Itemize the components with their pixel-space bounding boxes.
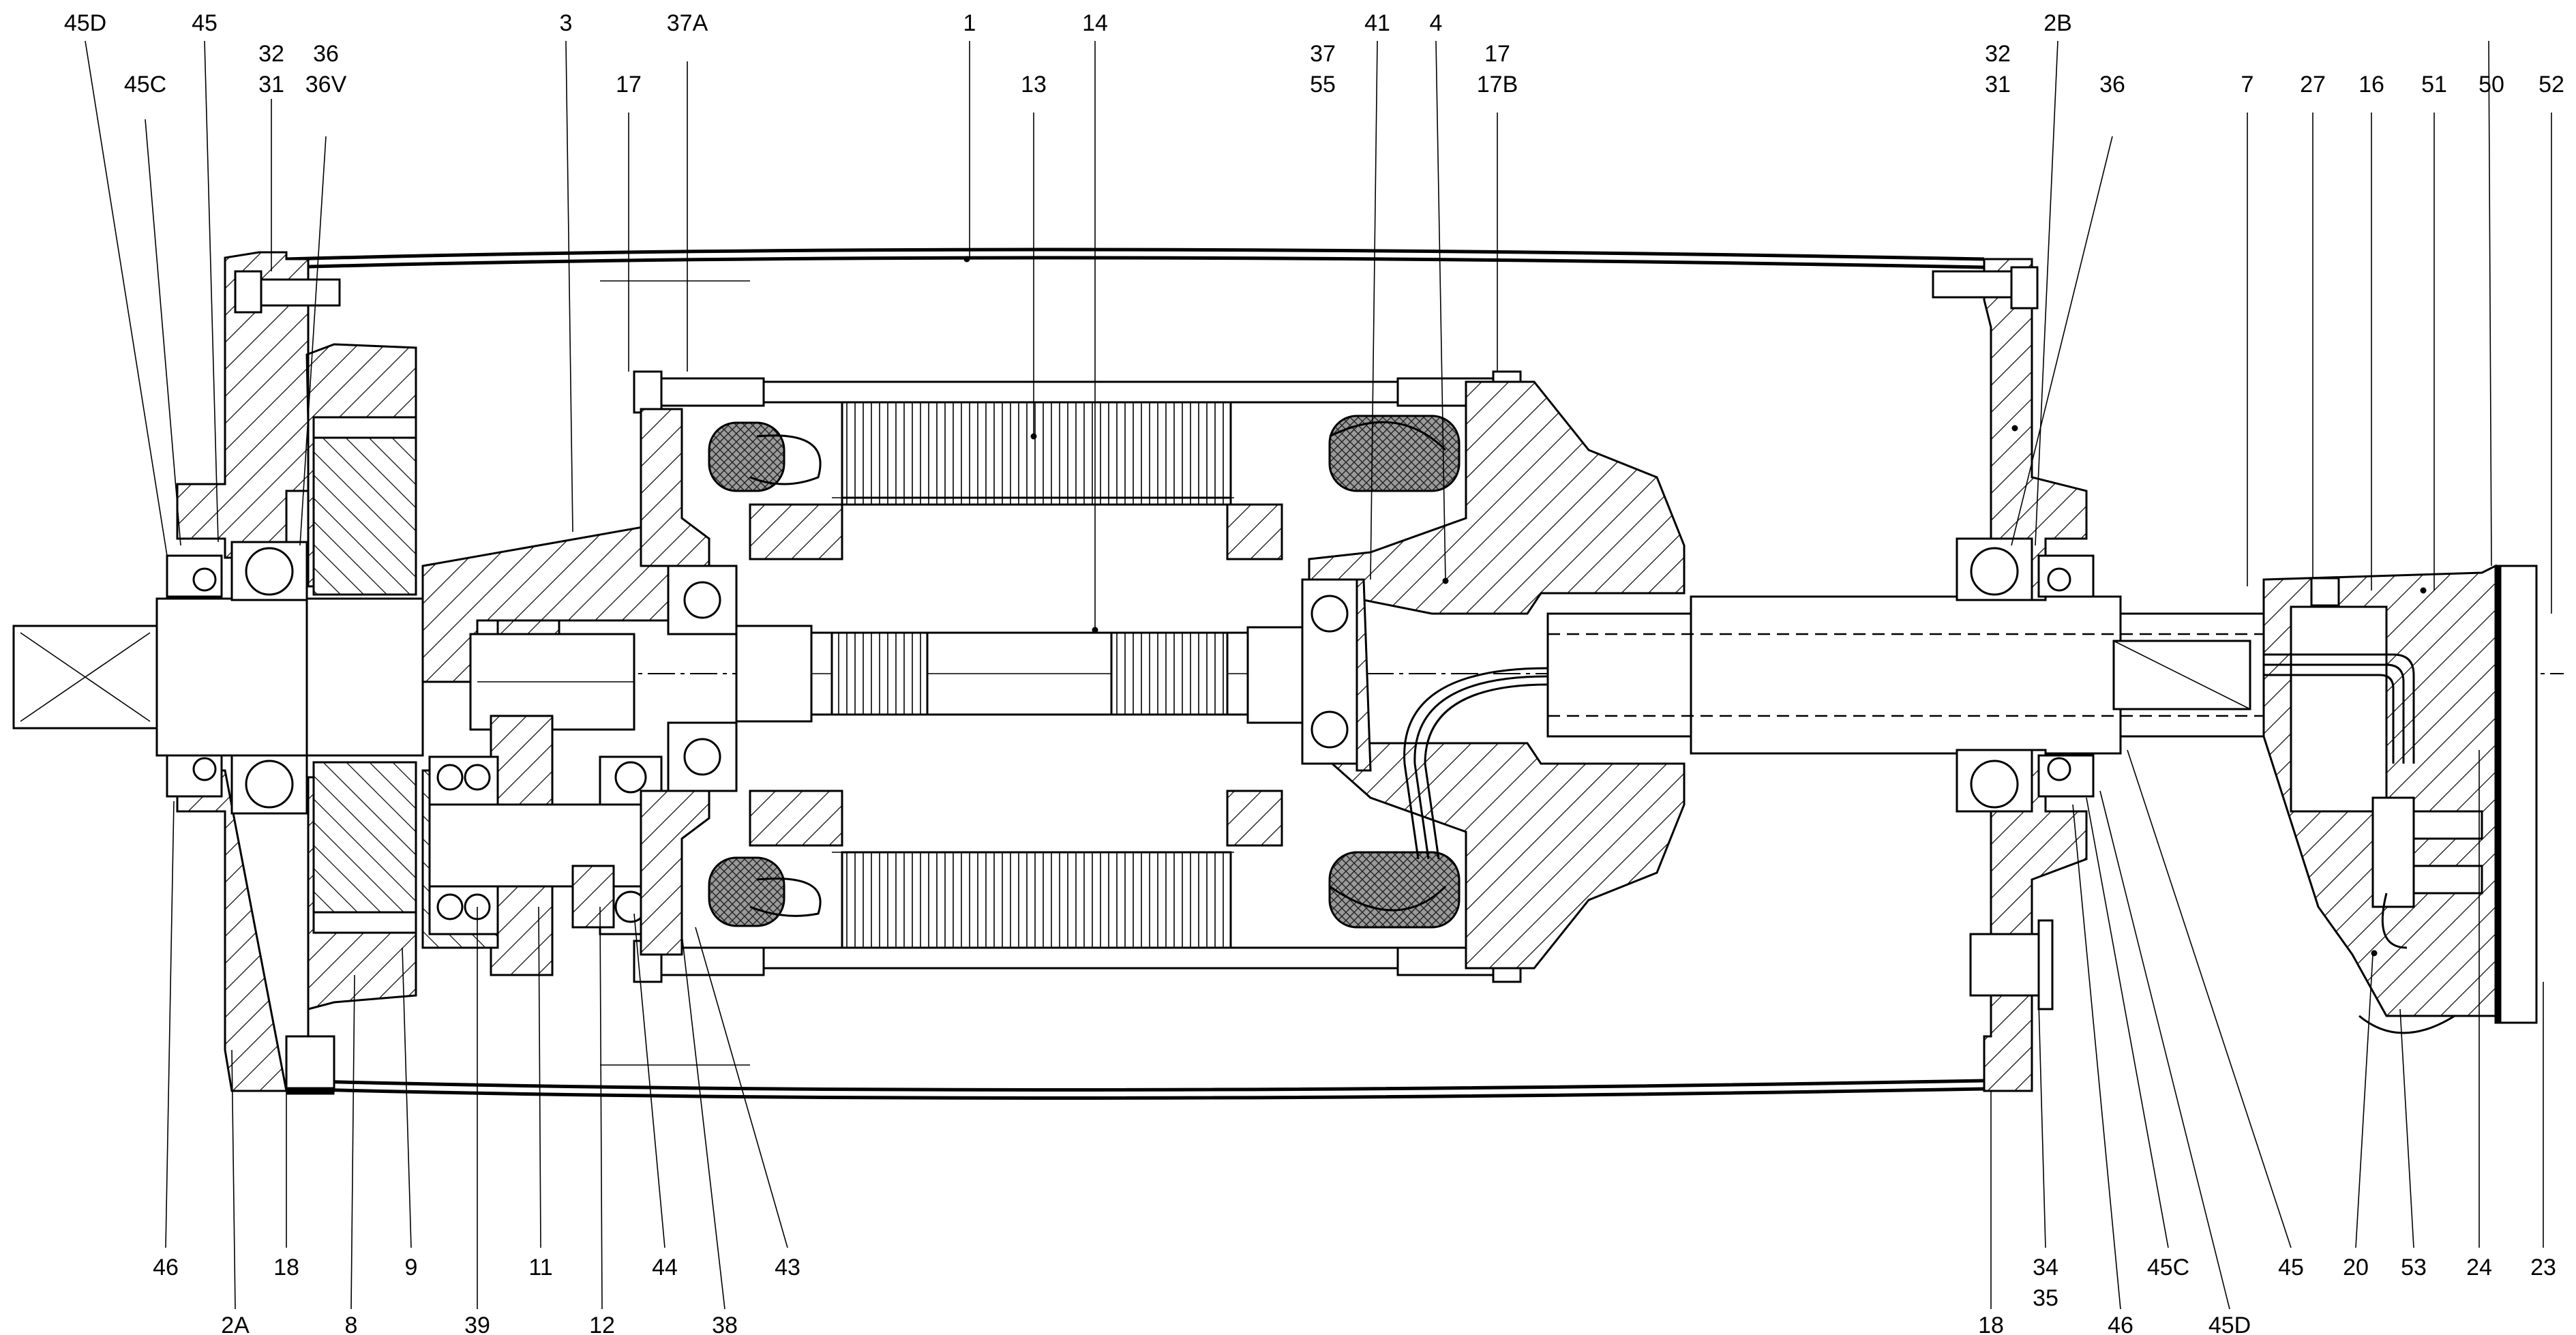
label-37A: 37A bbox=[667, 10, 708, 36]
label-51: 51 bbox=[2421, 72, 2447, 97]
left-end-housing-2A bbox=[176, 251, 417, 1095]
stator-flanges bbox=[633, 370, 1522, 983]
label-36-right: 36 bbox=[2099, 72, 2125, 97]
label-18-right: 18 bbox=[1978, 1312, 2004, 1335]
label-2A: 2A bbox=[221, 1312, 250, 1335]
label-12: 12 bbox=[589, 1312, 615, 1335]
drum-shell-1 bbox=[286, 247, 1985, 1100]
terminal-box bbox=[2262, 564, 2538, 1034]
label-45D-bottom: 45D bbox=[2208, 1312, 2251, 1335]
label-18-left: 18 bbox=[273, 1255, 299, 1280]
label-38: 38 bbox=[712, 1312, 738, 1335]
label-45D-top: 45D bbox=[64, 10, 106, 36]
label-7: 7 bbox=[2241, 72, 2254, 97]
label-24: 24 bbox=[2466, 1255, 2492, 1280]
leader-lines bbox=[85, 40, 2552, 1310]
label-44: 44 bbox=[652, 1255, 678, 1280]
label-11: 11 bbox=[528, 1255, 552, 1280]
label-1: 1 bbox=[963, 10, 976, 36]
label-45C-top: 45C bbox=[124, 72, 166, 97]
label-14: 14 bbox=[1082, 10, 1108, 36]
label-45-top: 45 bbox=[192, 10, 218, 36]
inner-bearing-left bbox=[667, 565, 738, 792]
label-50: 50 bbox=[2478, 72, 2504, 97]
left-bearings bbox=[166, 541, 308, 815]
label-27: 27 bbox=[2300, 72, 2326, 97]
label-45C-bottom: 45C bbox=[2147, 1255, 2189, 1280]
label-41: 41 bbox=[1364, 10, 1390, 36]
stator-windings bbox=[708, 415, 1461, 929]
label-39: 39 bbox=[464, 1312, 490, 1335]
label-17-left: 17 bbox=[616, 72, 642, 97]
label-45-bottom: 45 bbox=[2278, 1255, 2304, 1280]
label-46-left: 46 bbox=[153, 1255, 179, 1280]
label-46-right: 46 bbox=[2108, 1312, 2133, 1335]
label-9: 9 bbox=[405, 1255, 418, 1280]
right-end-housing-2B bbox=[1932, 258, 2095, 1092]
label-8: 8 bbox=[345, 1312, 358, 1335]
label-2B: 2B bbox=[2043, 10, 2072, 36]
hollow-shaft-right bbox=[1546, 595, 2265, 755]
label-16: 16 bbox=[2358, 72, 2384, 97]
label-20: 20 bbox=[2343, 1255, 2369, 1280]
label-43: 43 bbox=[775, 1255, 800, 1280]
label-4: 4 bbox=[1430, 10, 1443, 36]
label-3: 3 bbox=[560, 10, 573, 36]
label-53: 53 bbox=[2401, 1255, 2427, 1280]
label-23: 23 bbox=[2530, 1255, 2556, 1280]
label-13: 13 bbox=[1021, 72, 1047, 97]
right-internal-housing-4 bbox=[1301, 380, 1686, 970]
left-shaft-stub bbox=[12, 597, 424, 757]
label-52: 52 bbox=[2538, 72, 2564, 97]
internal-cable bbox=[1403, 667, 1548, 860]
